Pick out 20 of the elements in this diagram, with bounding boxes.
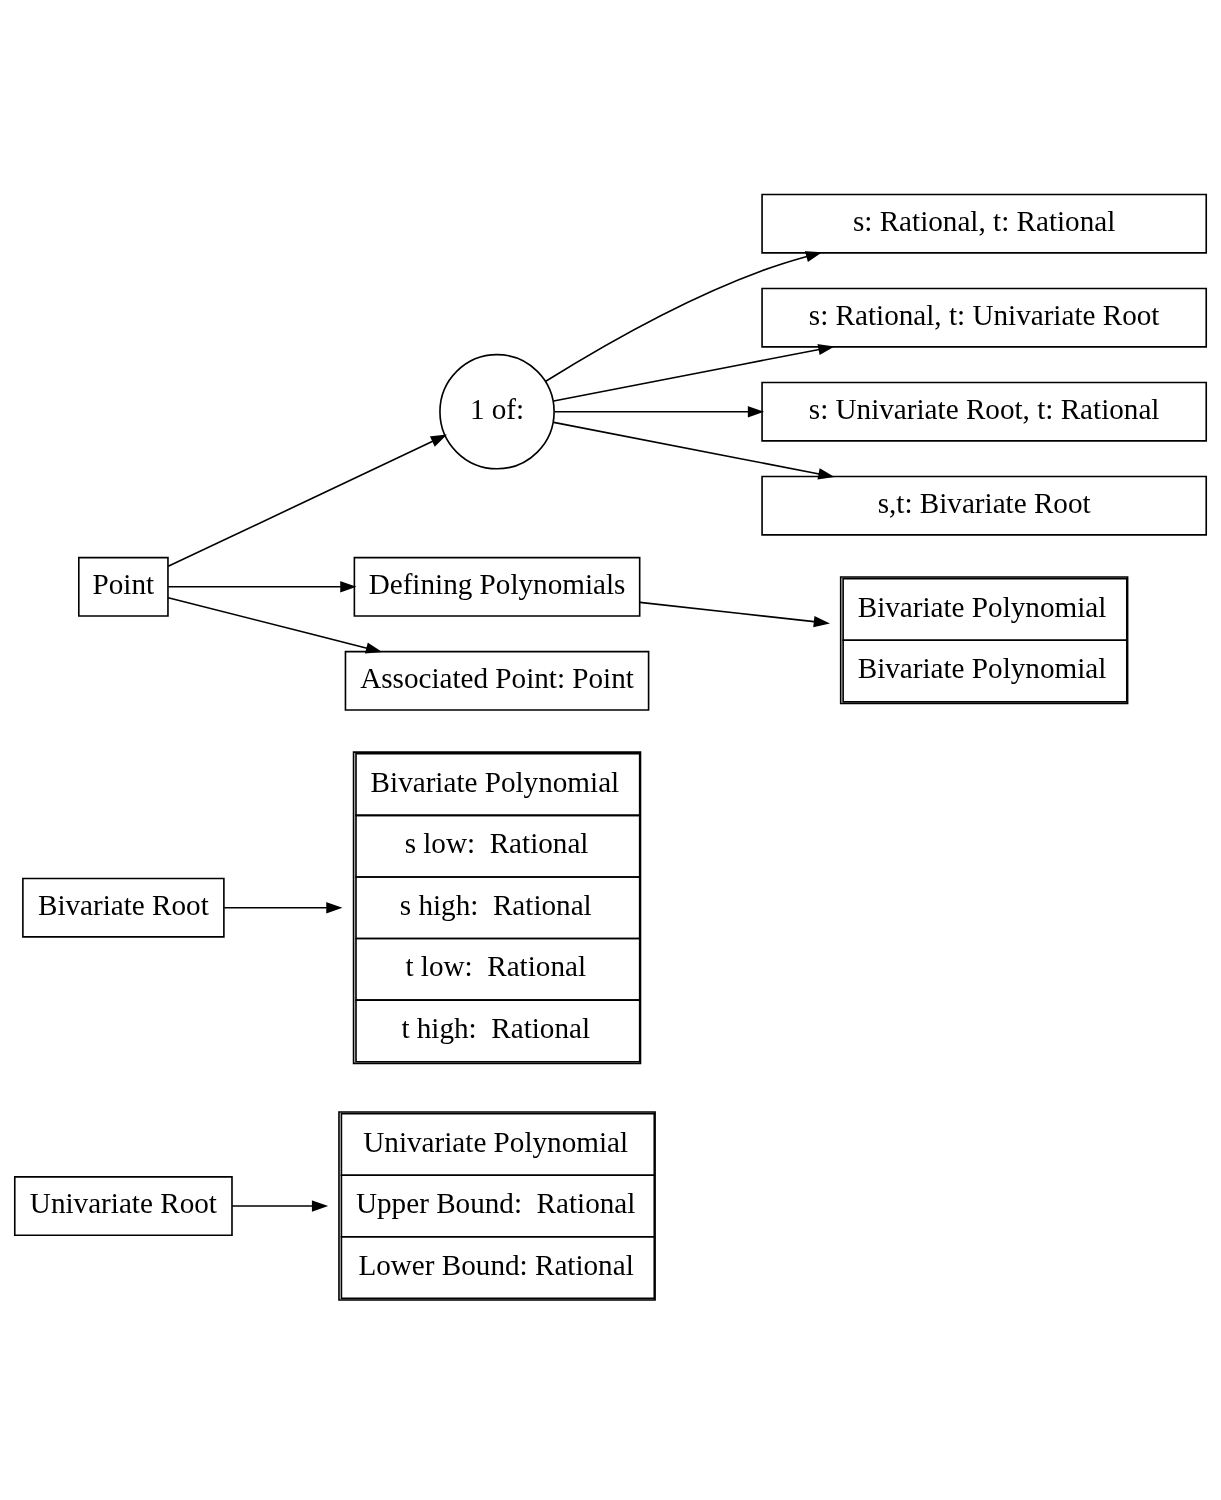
arrow (167, 434, 447, 567)
arrow (552, 421, 835, 479)
node-box: s: Univariate Root, t: Rational (761, 381, 1208, 442)
node-box: s,t: Bivariate Root (761, 475, 1208, 536)
node-box: Defining Polynomials (353, 556, 641, 617)
arrow (552, 343, 835, 402)
arrow (231, 1199, 329, 1212)
node-circle: 1 of: (439, 353, 555, 470)
node-box: Associated Point: Point (344, 650, 650, 711)
node-box: Point (78, 556, 169, 617)
arrow (167, 580, 357, 592)
node-box: s: Rational, t: Univariate Root (761, 287, 1208, 348)
node-box: Bivariate Root (22, 877, 225, 938)
arrow (553, 405, 765, 417)
arrow (639, 601, 830, 627)
arrow (223, 901, 343, 913)
node-box: Univariate Root (13, 1175, 233, 1236)
arrow (544, 250, 823, 382)
arrow (167, 596, 383, 654)
node-box: s: Rational, t: Rational (761, 193, 1208, 254)
